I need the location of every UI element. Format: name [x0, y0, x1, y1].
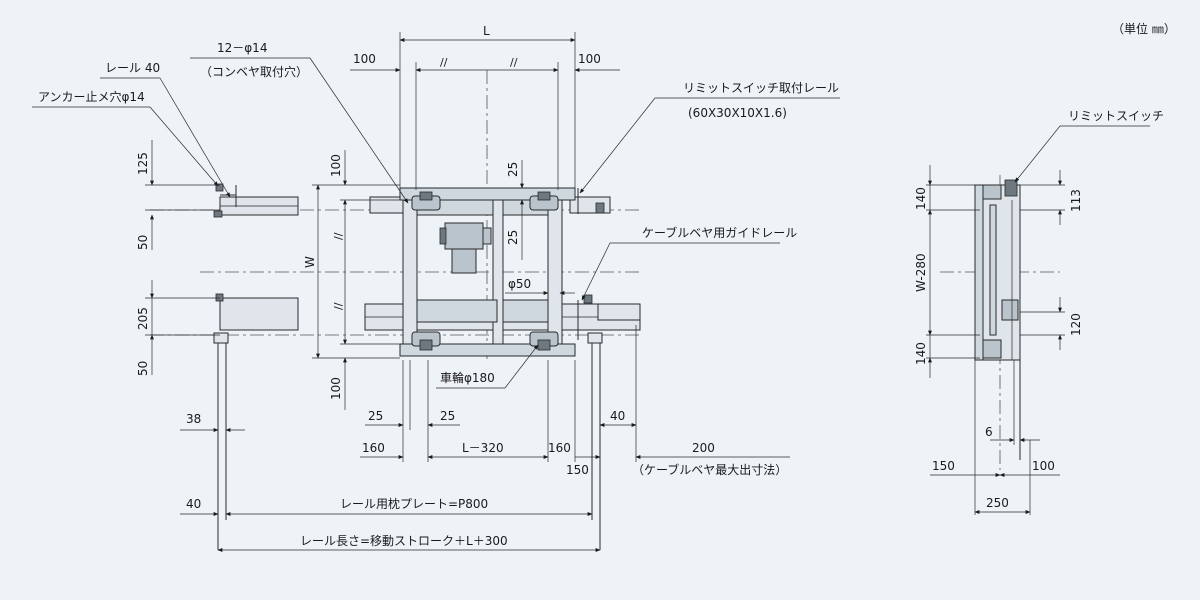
side-wheel-bottom	[982, 339, 1002, 359]
label-anchor-hole: アンカー止メ穴φ14	[38, 89, 145, 104]
dim-113: 113	[1069, 189, 1083, 212]
label-wheel: 車輪φ180	[440, 370, 495, 385]
dim-L-320: L－320	[462, 441, 504, 455]
dim-140-top: 140	[914, 187, 928, 210]
dim-25-bottom-right: 25	[440, 409, 455, 423]
dim-W: W	[303, 256, 317, 268]
dim-100-bottom-v: 100	[329, 377, 343, 400]
front-dimensions: L 100 100 // // 12－φ14 （コンベヤ取付穴） レール 40 …	[32, 24, 840, 552]
dim-100-left: 100	[353, 52, 376, 66]
dim-200: 200	[692, 441, 715, 455]
carriage-left-post	[402, 199, 418, 345]
dim-40-right: 40	[610, 409, 625, 423]
dim-205: 205	[136, 307, 150, 330]
svg-text://: //	[332, 232, 345, 240]
label-limit-rail-size: (60X30X10X1.6)	[688, 106, 787, 120]
dim-50-bottom: 50	[136, 361, 150, 376]
dim-120: 120	[1069, 313, 1083, 336]
label-rail-40: レール 40	[105, 61, 160, 75]
dim-160-right: 160	[548, 441, 571, 455]
limit-switch	[1004, 179, 1018, 197]
label-phi50: φ50	[508, 277, 531, 291]
dim-125: 125	[136, 152, 150, 175]
dim-150-side: 150	[932, 459, 955, 473]
dim-L: L	[483, 24, 490, 38]
unit-label: （単位 ㎜）	[1112, 21, 1176, 36]
label-limit-rail: リミットスイッチ取付レール	[683, 81, 839, 95]
carriage-right-post	[547, 199, 563, 345]
dim-100-right: 100	[578, 52, 601, 66]
dim-50-top: 50	[136, 235, 150, 250]
svg-text://: //	[332, 302, 345, 310]
carriage-bottom-beam	[399, 343, 576, 357]
dim-W-280: W-280	[914, 253, 928, 292]
anchor-bolt-top	[215, 183, 224, 192]
dim-160-left: 160	[362, 441, 385, 455]
label-conveyor-hole: （コンベヤ取付穴）	[200, 64, 308, 79]
front-view	[150, 70, 641, 550]
label-cable-max: （ケーブルベヤ最大出寸法）	[632, 462, 787, 477]
dim-100-top-v: 100	[329, 154, 343, 177]
carriage-cross-beam	[416, 299, 498, 323]
dim-250: 250	[986, 496, 1009, 510]
label-rail-length: レール長さ=移動ストローク＋L＋300	[300, 534, 508, 548]
carriage-center-post	[492, 199, 504, 345]
label-limit-switch: リミットスイッチ	[1068, 109, 1164, 123]
drive-motor	[444, 222, 484, 250]
dim-40-left: 40	[186, 497, 201, 511]
label-cable-guide: ケーブルベヤ用ガイドレール	[642, 225, 797, 240]
dim-150-front: 150	[566, 463, 589, 477]
dim-25-mid: 25	[506, 230, 520, 245]
sleeper-plate-right	[587, 332, 603, 344]
dim-25-top: 25	[506, 162, 520, 177]
svg-text://: //	[510, 56, 518, 69]
svg-text://: //	[440, 56, 448, 69]
sleeper-plate-left	[213, 332, 229, 344]
bottom-rail-left	[219, 297, 299, 331]
dim-25-bottom-left: 25	[368, 409, 383, 423]
dim-38: 38	[186, 412, 201, 426]
side-view: リミットスイッチ 140 W-280 140 113 120 6	[914, 109, 1164, 515]
dim-100-side: 100	[1032, 459, 1055, 473]
dim-6: 6	[985, 425, 993, 439]
dim-140-bottom: 140	[914, 342, 928, 365]
label-sleeper-plate: レール用枕プレート=P800	[340, 496, 488, 511]
label-hole-count: 12－φ14	[217, 41, 267, 55]
side-wheel-top	[982, 184, 1002, 200]
